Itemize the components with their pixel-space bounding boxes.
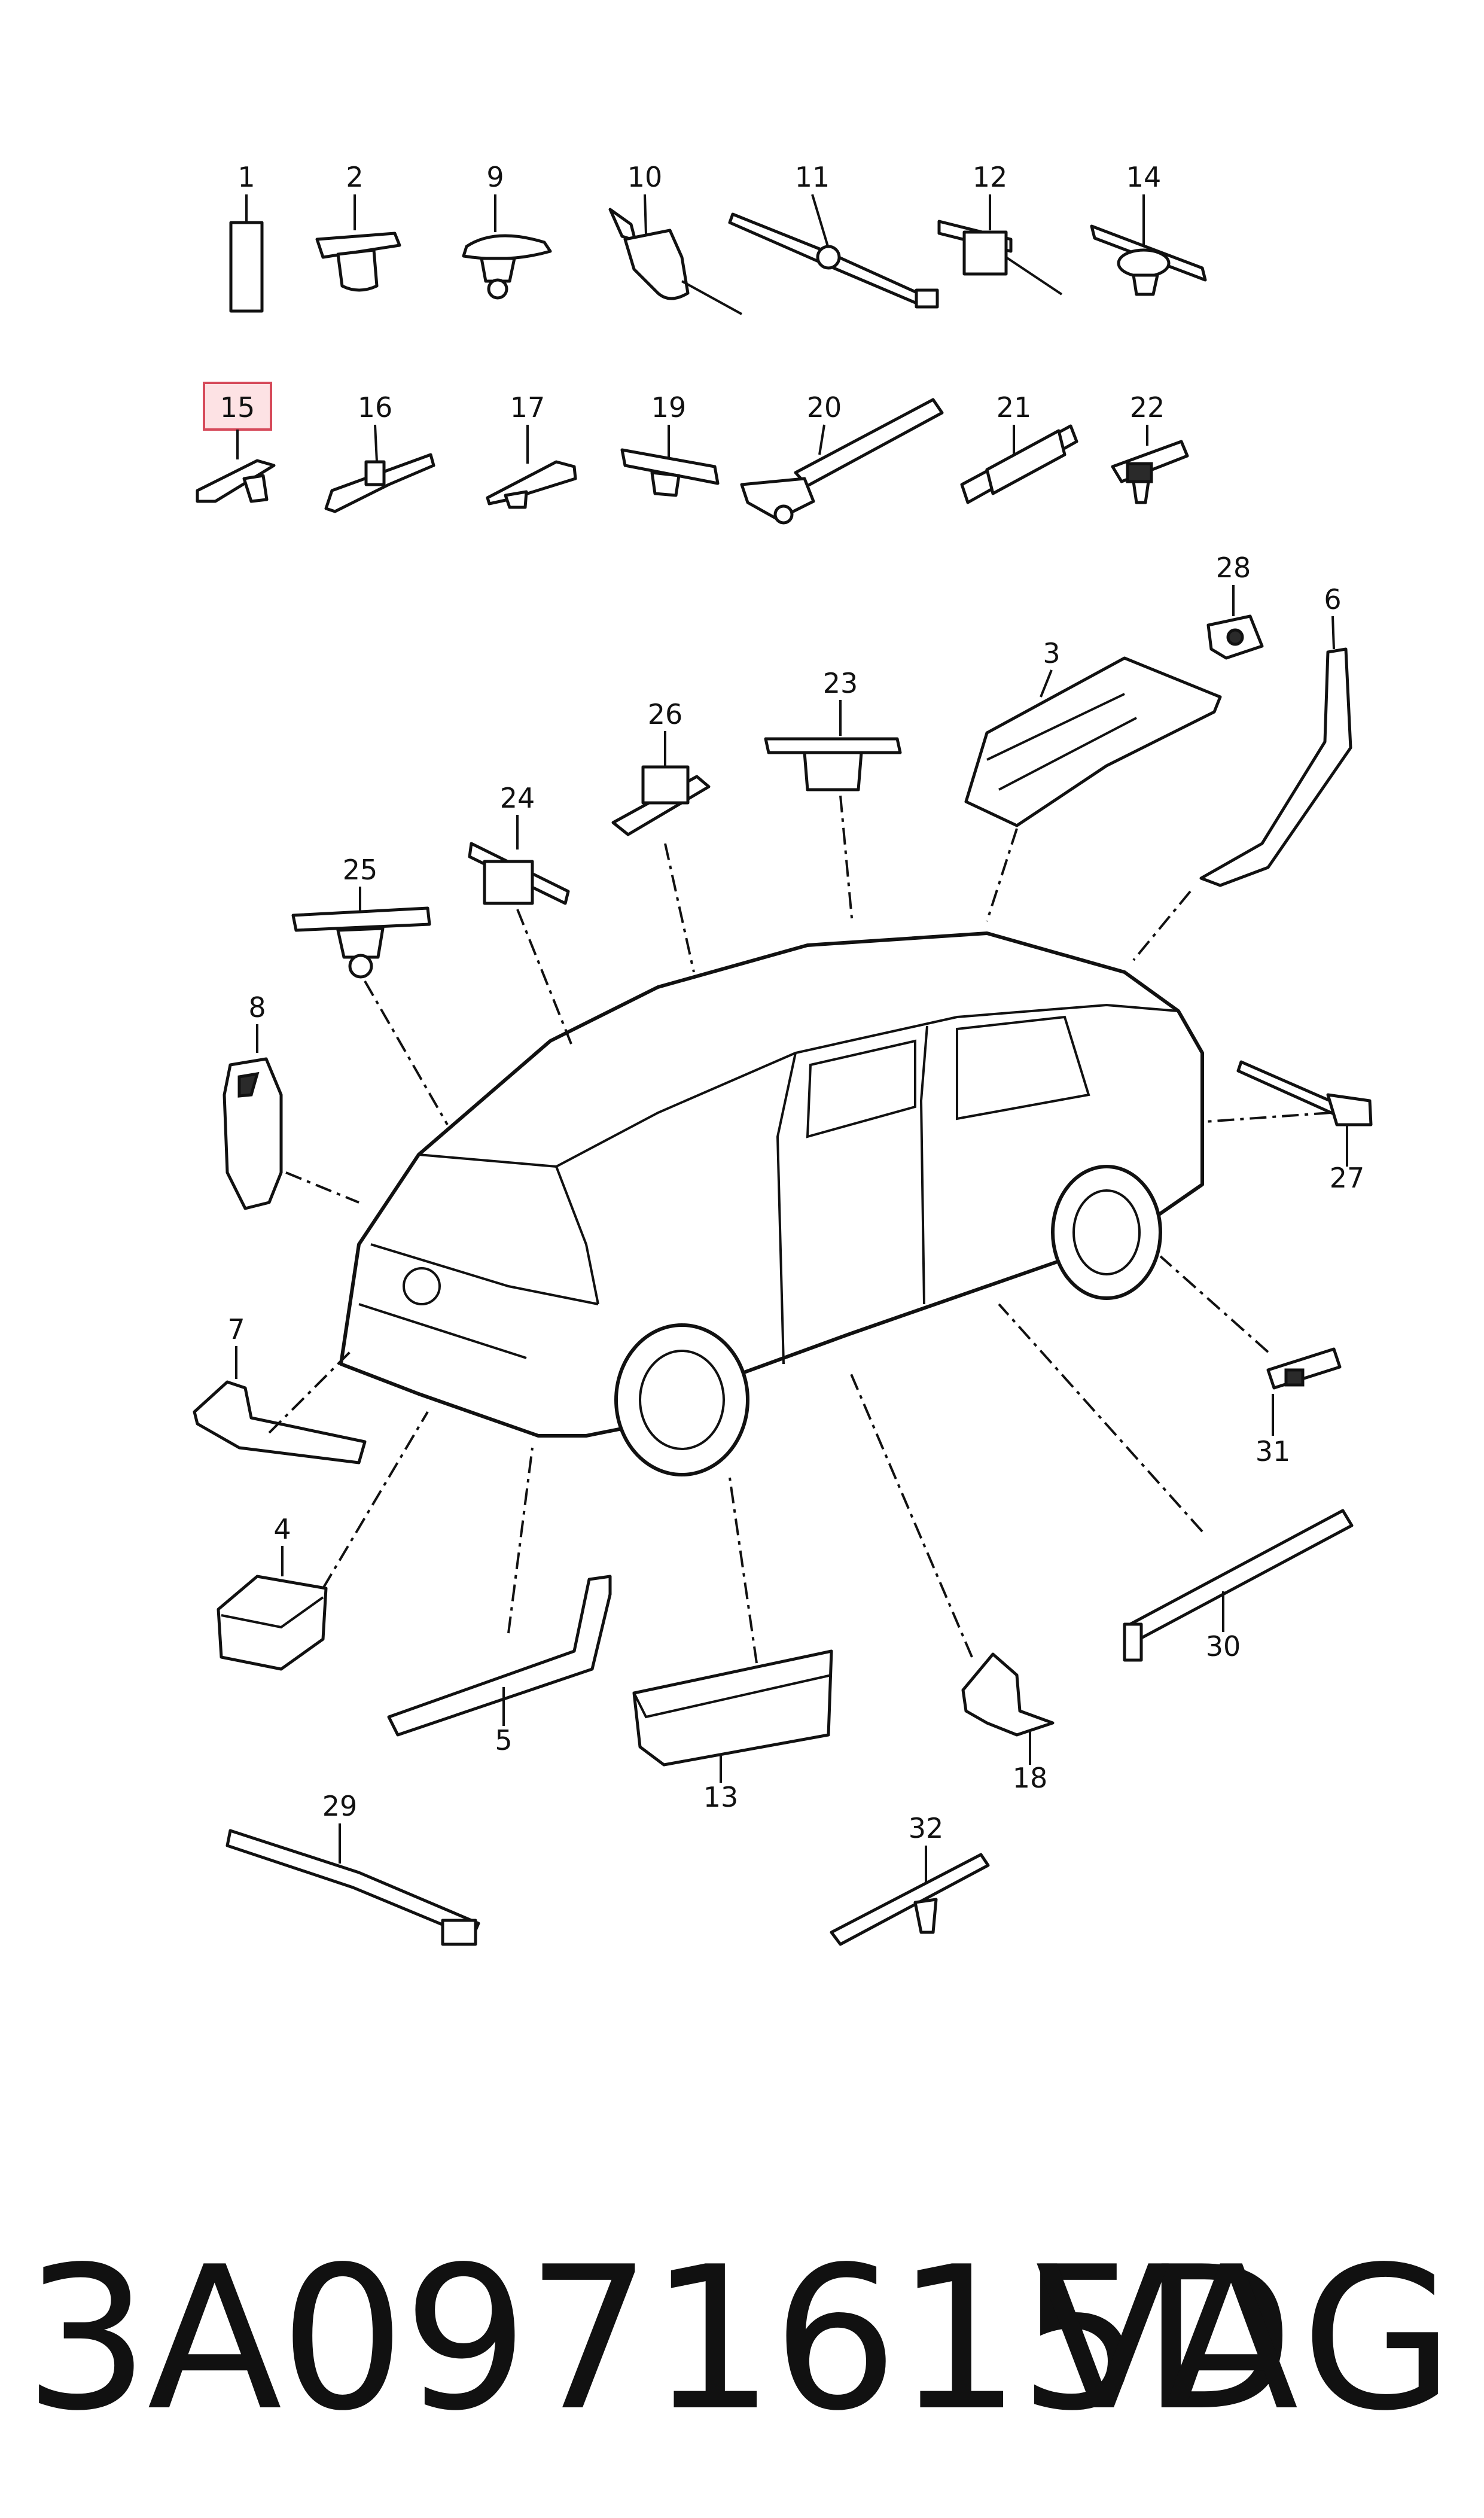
leader-lines [268,795,1331,1664]
part-8: 8 [223,991,283,1210]
part-5: 5 [387,1575,612,1756]
callout-21: 21 [997,391,1032,424]
part-24: 24 [468,782,570,905]
part-20: 20 [740,391,944,525]
callout-10: 10 [627,161,663,193]
part-3: 3 [964,637,1222,827]
callout-15: 15 [220,391,255,424]
part-11: 11 [728,161,939,309]
part-2: 2 [315,161,401,292]
callout-17: 17 [510,391,546,424]
callout-19: 19 [651,391,687,424]
callout-1: 1 [237,161,255,193]
part-14: 14 [1090,161,1207,296]
part-9: 9 [462,161,552,300]
part-32: 32 [830,1812,990,1946]
callout-23: 23 [823,667,858,699]
callout-8: 8 [248,991,266,1024]
part-30: 30 [1123,1509,1354,1663]
callout-11: 11 [795,161,830,193]
part-25: 25 [291,854,431,979]
callout-22: 22 [1130,391,1165,424]
callout-25: 25 [343,854,378,886]
callout-24: 24 [500,782,535,814]
part-12: 12 [937,161,1063,296]
callout-32: 32 [909,1812,944,1844]
callout-20: 20 [807,391,842,424]
part-6: 6 [1199,583,1352,887]
callout-31: 31 [1256,1435,1291,1467]
callout-18: 18 [1013,1762,1048,1794]
callout-6: 6 [1324,583,1341,616]
part-number: 3A0971615D [24,2224,1294,2454]
callout-4: 4 [273,1513,291,1545]
callout-30: 30 [1206,1630,1241,1663]
callout-12: 12 [973,161,1008,193]
part-15: 15 [196,382,276,503]
part-7: 7 [193,1313,367,1464]
callout-3: 3 [1043,637,1060,669]
vehicle-illustration [339,931,1204,1476]
callout-13: 13 [703,1781,739,1813]
part-29: 29 [226,1790,480,1946]
part-28: 28 [1206,552,1264,660]
brand-label: VAG [1035,2224,1460,2454]
part-23: 23 [764,667,902,791]
part-18: 18 [961,1652,1055,1794]
part-1: 1 [229,161,264,313]
part-19: 19 [620,391,720,497]
callout-15-highlight-box [203,382,272,431]
part-16: 16 [324,391,435,513]
callout-27: 27 [1330,1162,1365,1194]
part-31: 31 [1256,1347,1342,1467]
callout-5: 5 [495,1724,512,1756]
callout-14: 14 [1126,161,1162,193]
part-21: 21 [960,391,1078,504]
callout-2: 2 [346,161,363,193]
callout-29: 29 [322,1790,358,1822]
callout-16: 16 [358,391,393,424]
part-17: 17 [486,391,577,509]
callout-7: 7 [227,1313,245,1345]
footer: 3A0971615D VAG [0,2202,1484,2477]
part-10: 10 [608,161,742,315]
callout-9: 9 [486,161,504,193]
part-27: 27 [1236,1060,1373,1194]
parts-diagram: 1 2 9 10 11 12 14 [193,161,1373,1946]
part-22: 22 [1111,391,1189,504]
callout-28: 28 [1216,552,1251,584]
part-13: 13 [632,1649,833,1813]
part-4: 4 [217,1513,328,1671]
part-26: 26 [611,698,711,836]
callout-26: 26 [648,698,683,730]
